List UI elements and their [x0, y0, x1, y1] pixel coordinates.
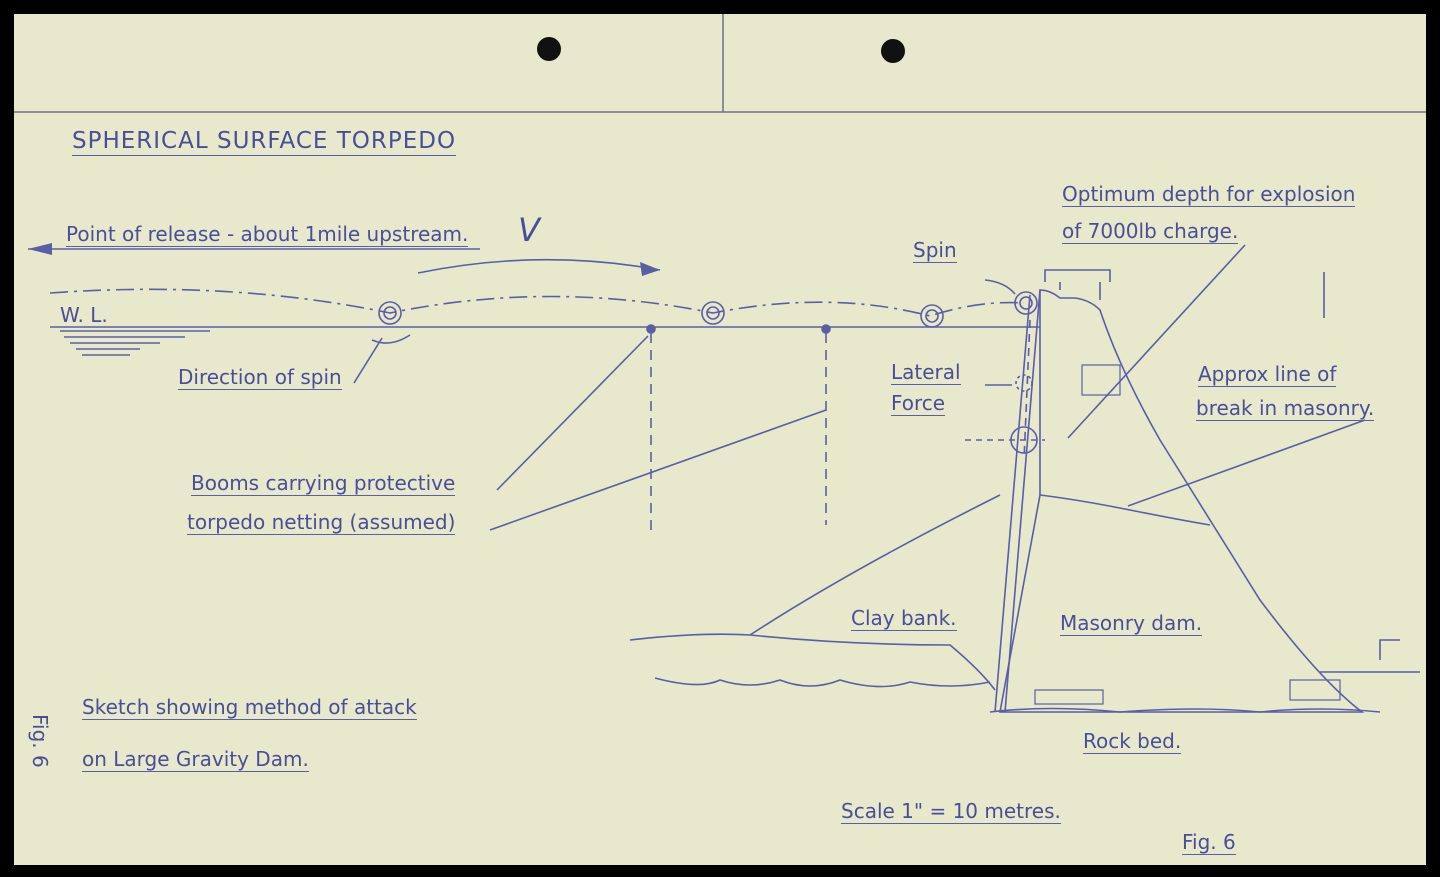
- water-hatching: [60, 330, 210, 356]
- drawing-linework: [28, 243, 1420, 713]
- figure-number-side: Fig. 6: [28, 714, 52, 768]
- release-label: Point of release - about 1mile upstream.: [66, 222, 469, 247]
- optimum-depth-label-1: Optimum depth for explosion: [1062, 182, 1356, 207]
- figure-number: Fig. 6: [1182, 830, 1236, 855]
- sketch-caption-2: on Large Gravity Dam.: [82, 747, 309, 772]
- river-bed: [654, 677, 991, 688]
- optimum-depth-label-2: of 7000lb charge.: [1062, 219, 1239, 244]
- velocity-arrow: [417, 258, 661, 274]
- clay-bank-label: Clay bank.: [851, 606, 957, 631]
- lateral-force-label-1: Lateral: [891, 360, 961, 385]
- approx-break-label-2: break in masonry.: [1196, 396, 1375, 421]
- punch-hole-right: [881, 39, 905, 63]
- punch-hole-left: [537, 37, 561, 61]
- break-line: [1039, 494, 1211, 526]
- scale-label: Scale 1" = 10 metres.: [841, 799, 1061, 824]
- clay-bank-slope: [749, 494, 1001, 636]
- spin-arrow: [984, 279, 1016, 295]
- velocity-label: V: [518, 211, 540, 249]
- sinking-path: [1023, 319, 1031, 461]
- spin-label: Spin: [913, 238, 957, 263]
- dam-crest: [1044, 269, 1111, 300]
- release-arrowhead: [28, 243, 52, 255]
- approx-break-label-1: Approx line of: [1198, 362, 1337, 387]
- trajectory-line: [49, 288, 1025, 317]
- masonry-dam-label: Masonry dam.: [1060, 611, 1203, 636]
- spin-direction-arc: [371, 334, 411, 344]
- water-line-label: W. L.: [60, 303, 108, 327]
- sketch-caption-1: Sketch showing method of attack: [82, 695, 417, 720]
- lateral-force-label-2: Force: [891, 391, 946, 416]
- rock-bed-label: Rock bed.: [1083, 729, 1182, 754]
- direction-of-spin-label: Direction of spin: [178, 365, 342, 390]
- diagram-title: SPHERICAL SURFACE TORPEDO: [72, 128, 457, 156]
- booms-label-2: torpedo netting (assumed): [187, 510, 456, 535]
- booms-label-1: Booms carrying protective: [191, 471, 456, 496]
- dam-upstream-face: [1004, 289, 1041, 713]
- dam-outline: [999, 289, 1365, 713]
